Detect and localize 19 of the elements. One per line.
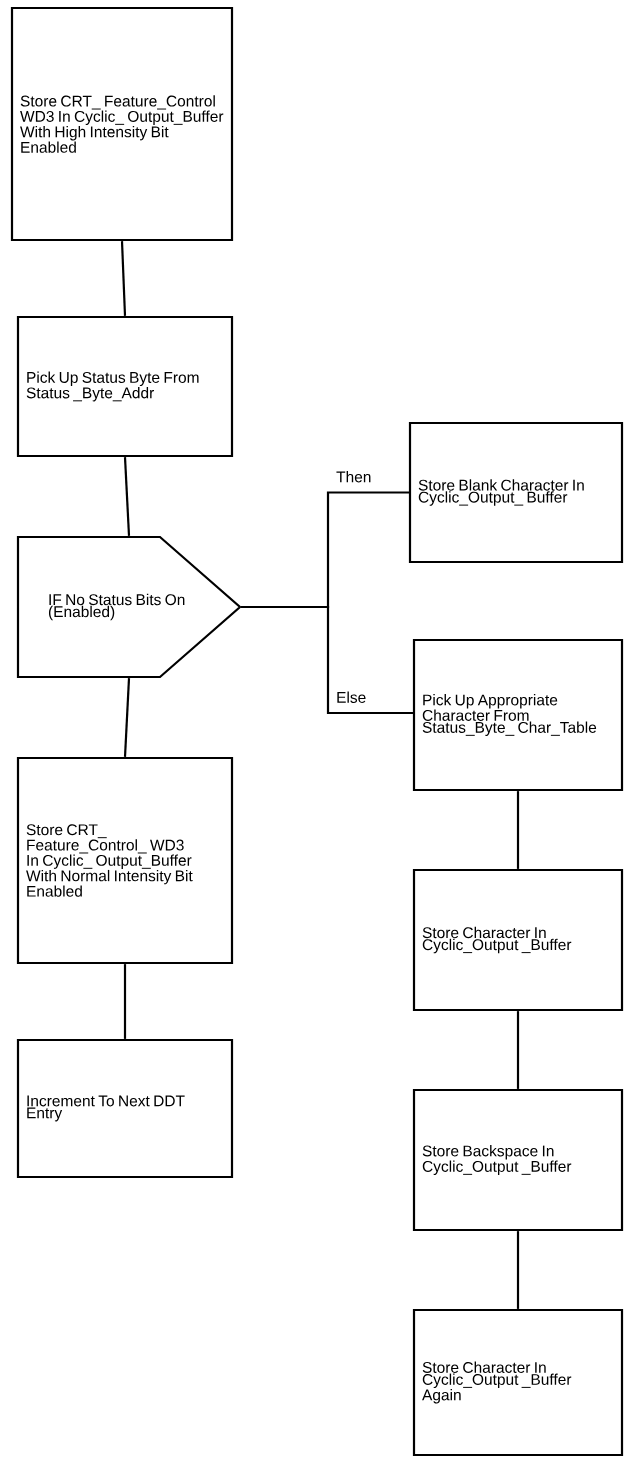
connector-line <box>120 241 127 316</box>
edge-label: Else <box>335 690 368 704</box>
process-box: Store Blank Character In Cyclic_Output_ Buffer <box>408 421 624 564</box>
connector-line <box>123 457 131 536</box>
process-box: Pick Up Appropriate Character From Status_Byte_ Char_Table <box>412 638 624 792</box>
connector-line <box>241 605 414 715</box>
process-box: Store CRT_ Feature_Control_ WD3 In Cyclic_ Output_Buffer With Normal Intensity Bit Enabled <box>16 756 234 965</box>
process-box: Store Character In Cyclic_Output _Buffer Again <box>412 1308 624 1457</box>
connector-line <box>123 678 131 757</box>
connector-line <box>516 791 520 869</box>
connector-line <box>516 1011 520 1089</box>
connector-line <box>123 964 127 1039</box>
edge-label: Then <box>335 470 373 484</box>
connector-line <box>516 1231 520 1309</box>
process-box: Store Character In Cyclic_Output _Buffer <box>412 868 624 1012</box>
process-box: Increment To Next DDT Entry <box>16 1038 234 1179</box>
process-box: Pick Up Status Byte From Status _Byte_Addr <box>16 315 234 458</box>
process-box: Store Backspace In Cyclic_Output _Buffer <box>412 1088 624 1232</box>
process-box: Store CRT_ Feature_Control WD3 In Cyclic_ Output_Buffer With High Intensity Bit Enabled <box>10 6 234 242</box>
